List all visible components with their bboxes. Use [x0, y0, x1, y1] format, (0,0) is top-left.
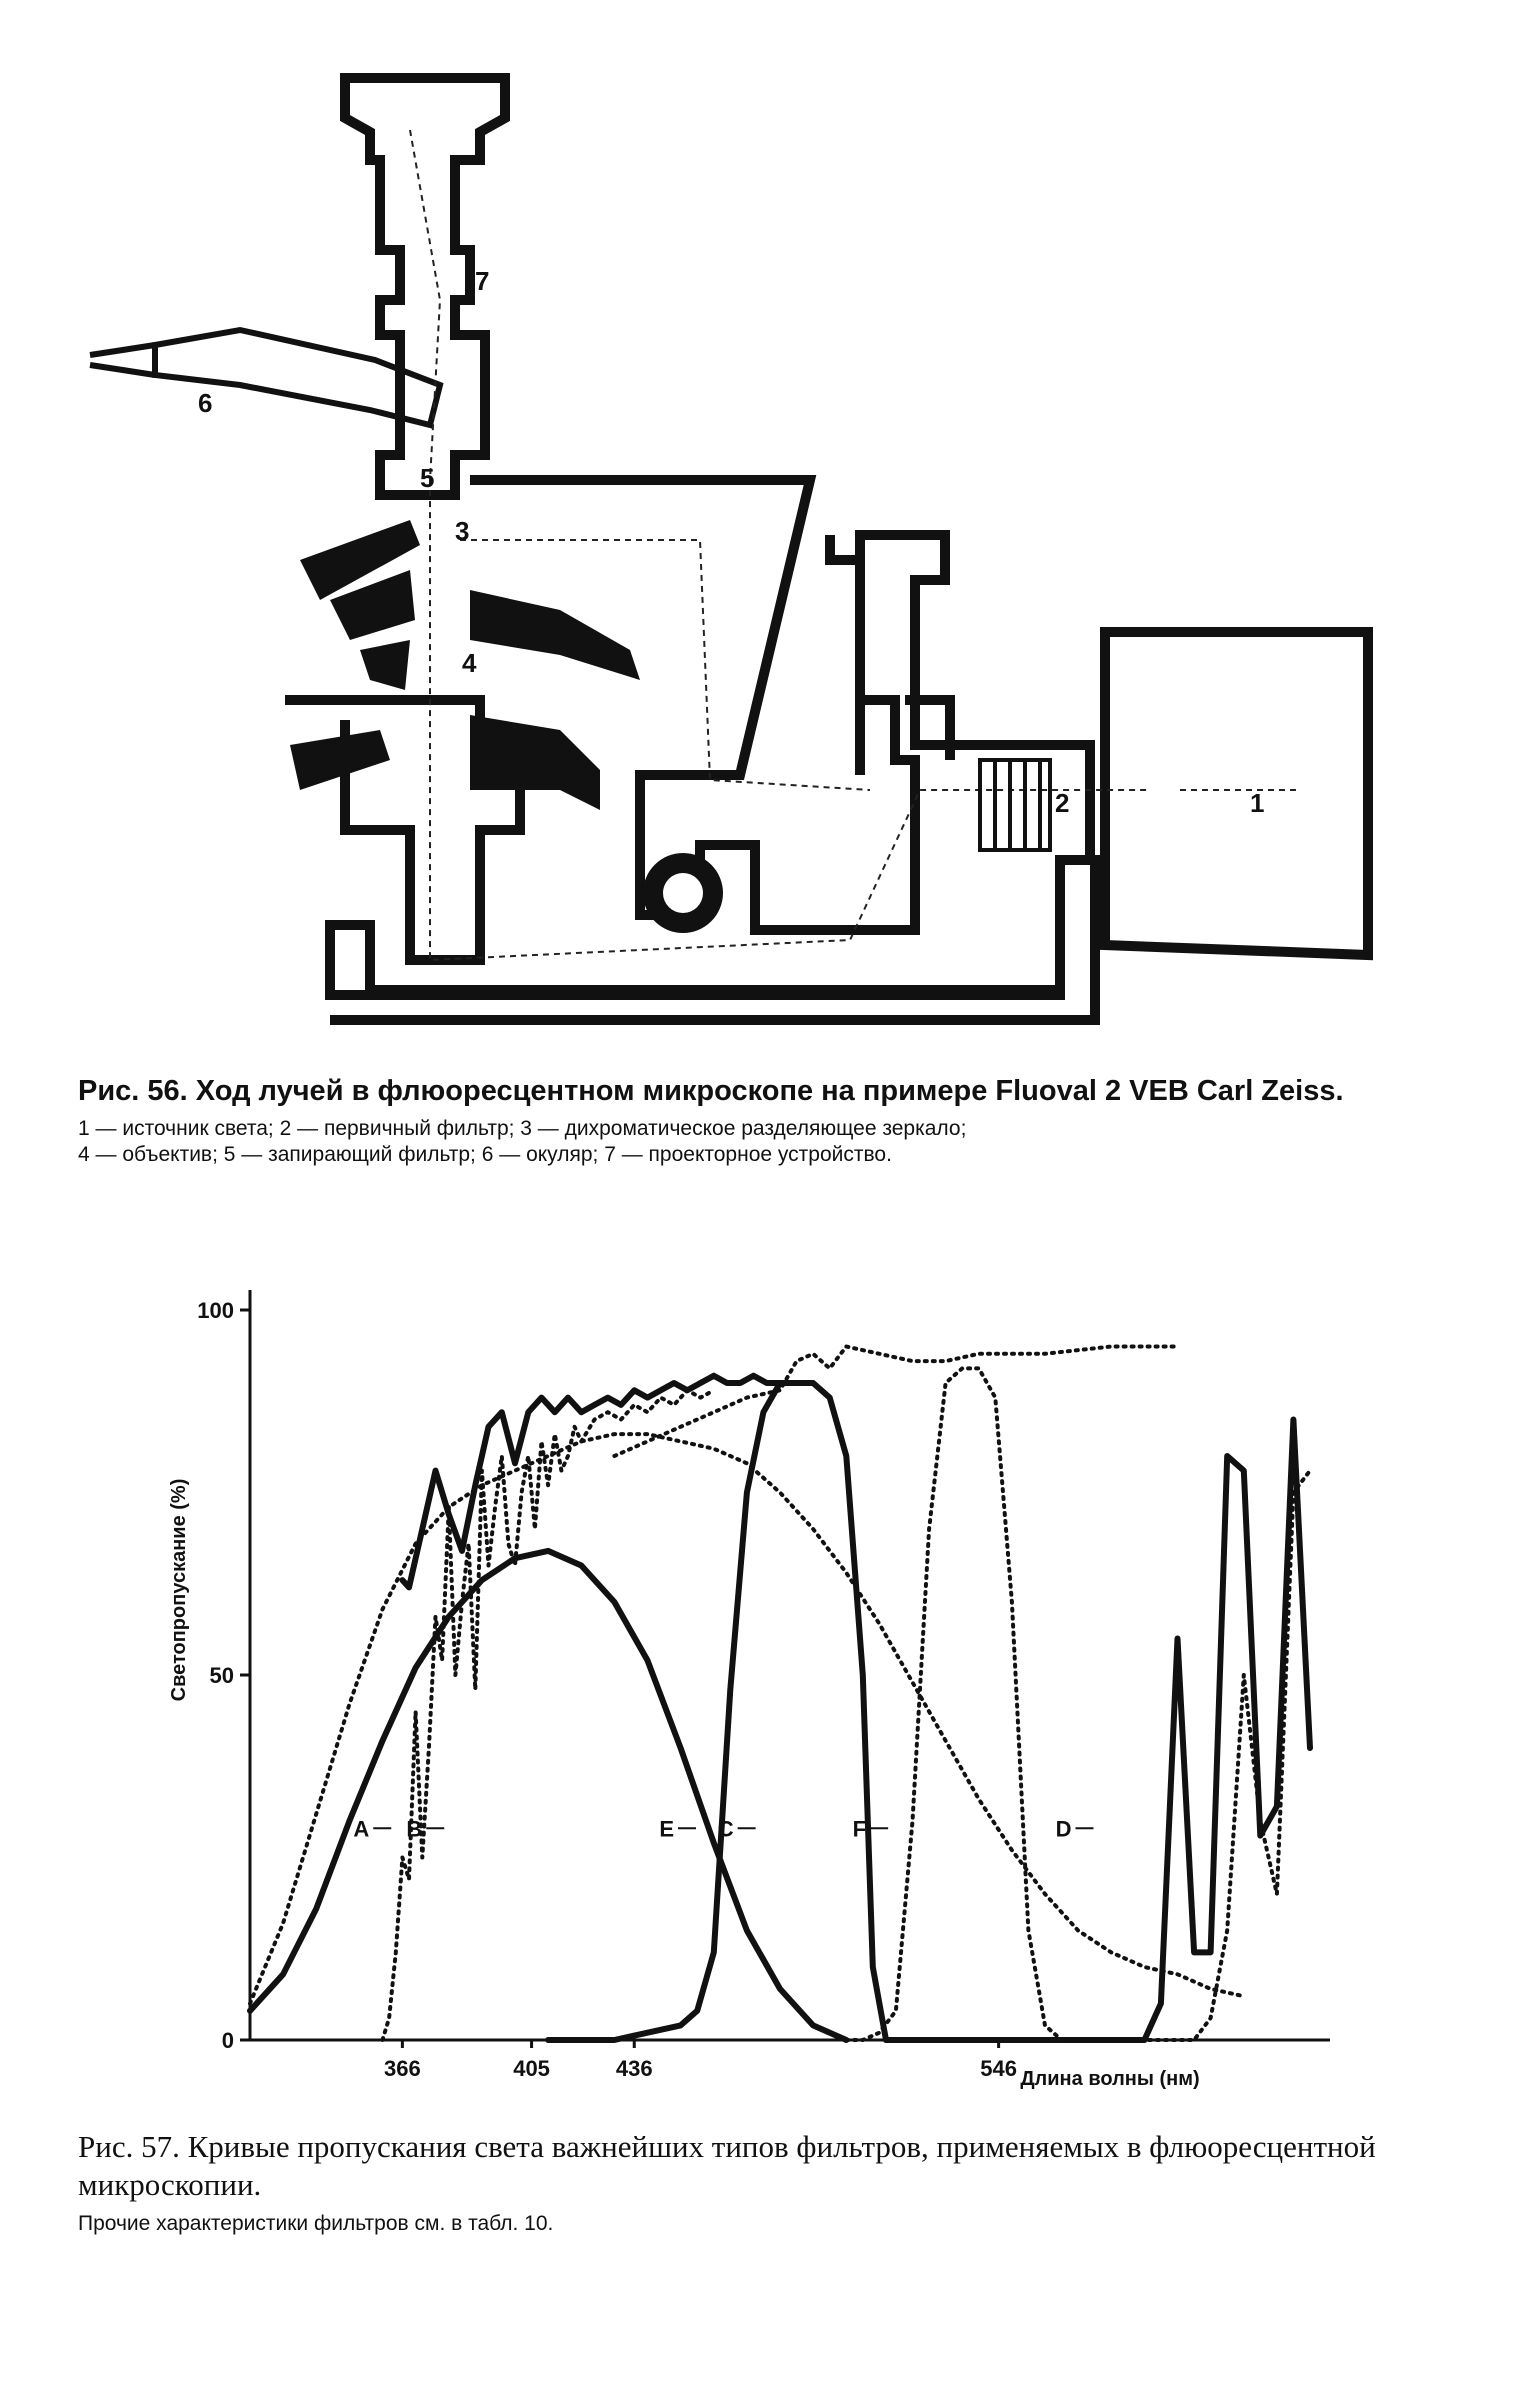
mercury-lamp-tower [825, 535, 955, 775]
figure-57-number: Рис. 57. [78, 2129, 180, 2164]
series-label-b: B [406, 1816, 422, 1841]
series-label-d: D [1056, 1816, 1072, 1841]
part-label-5: 5 [420, 463, 434, 493]
part-label-4: 4 [462, 648, 477, 678]
x-axis-title: Длина волны (нм) [1020, 2068, 1199, 2090]
figure-56-title: Ход лучей в флюоресцентном микроскопе на… [195, 1075, 1344, 1107]
figure-56-caption: Рис. 56. Ход лучей в флюоресцентном микр… [78, 1072, 1438, 1168]
series-label-e: E [659, 1816, 674, 1841]
series-line-b [380, 1388, 716, 2042]
chart-axes: 0 50 100 366 405 436 546 [197, 1290, 1330, 2081]
x-tick-label: 546 [980, 2056, 1017, 2081]
part-label-1: 1 [1250, 788, 1264, 818]
projection-tower [340, 73, 510, 500]
y-tick-label: 100 [197, 1298, 234, 1323]
stand-arm-fill [470, 590, 640, 680]
figure-57-caption: Рис. 57. Кривые пропускания света важней… [78, 2128, 1438, 2236]
figure-56-legend-line-2: 4 — объектив; 5 — запирающий фильтр; 6 —… [78, 1143, 892, 1166]
part-label-6: 6 [198, 388, 212, 418]
fluorescence-microscope-diagram: 1 2 3 4 5 6 7 [89, 73, 1373, 1025]
y-tick-label: 0 [222, 2028, 234, 2053]
series-line-d [248, 1432, 1246, 2006]
eyepiece-tube [152, 326, 444, 429]
series-line-c [399, 1372, 810, 1591]
part-label-3: 3 [455, 516, 469, 546]
x-tick-label: 436 [616, 2056, 653, 2081]
x-tick-label: 366 [384, 2056, 421, 2081]
y-tick-label: 50 [210, 1663, 234, 1688]
figure-56-number: Рис. 56. [78, 1075, 188, 1107]
lamp-housing [1100, 627, 1373, 961]
figure-57-note: Прочие характеристики фильтров см. в таб… [78, 2212, 554, 2235]
y-axis-title: Светопропускание (%) [168, 1479, 190, 1702]
primary-filter [978, 758, 1052, 852]
figure-56-legend-line-1: 1 — источник света; 2 — первичный фильтр… [78, 1117, 967, 1140]
objective-turret [300, 520, 420, 690]
microscope-base [330, 855, 1100, 1025]
figure-57-title: Кривые пропускания света важнейших типов… [78, 2129, 1376, 2202]
series-label-a: A [353, 1816, 369, 1841]
series-line-e [545, 1380, 1313, 2043]
x-tick-label: 405 [513, 2056, 550, 2081]
ray-path-lines [409, 129, 1300, 962]
part-label-2: 2 [1055, 788, 1069, 818]
series-line-f [844, 1366, 1312, 2042]
series-line-a [247, 1547, 850, 2043]
series-label-f: F [853, 1816, 866, 1841]
series-label-c: C [718, 1816, 734, 1841]
stage [290, 715, 600, 810]
chart-series [247, 1344, 1313, 2043]
series-line-unlabeled-6 [612, 1344, 1180, 1458]
filter-transmission-chart: 0 50 100 366 405 436 546 A B E C F D Светопропускан… [168, 1290, 1330, 2090]
part-label-7: 7 [475, 266, 489, 296]
